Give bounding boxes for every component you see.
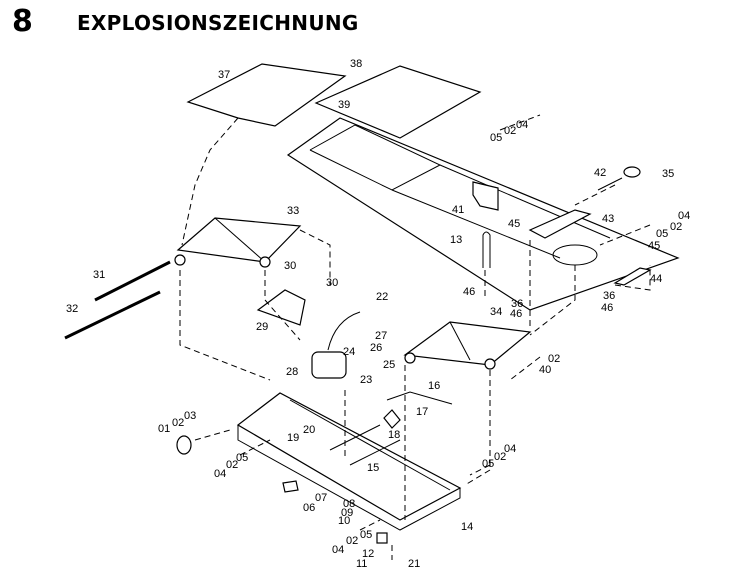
label-44: 44 (650, 273, 662, 285)
page-title: EXPLOSIONSZEICHNUNG (77, 11, 359, 35)
label-11: 11 (356, 558, 367, 570)
label-15: 15 (367, 462, 379, 474)
label-29: 29 (256, 321, 268, 333)
label-04: 04 (678, 210, 690, 222)
label-01: 01 (158, 423, 170, 435)
label-43: 43 (602, 213, 614, 225)
label-16: 16 (428, 380, 440, 392)
label-27: 27 (375, 330, 387, 342)
label-24: 24 (343, 346, 355, 358)
label-02: 02 (346, 535, 358, 547)
label-20: 20 (303, 424, 315, 436)
label-05: 05 (482, 458, 494, 470)
part-39-platform (286, 117, 680, 311)
label-38: 38 (350, 58, 362, 70)
part-29-bracket (256, 289, 306, 326)
part-33-lift-frame (176, 217, 302, 263)
label-05: 05 (490, 132, 502, 144)
label-02: 02 (226, 459, 238, 471)
label-22: 22 (376, 291, 388, 303)
part-17-plate (383, 409, 401, 429)
label-09: 09 (341, 507, 353, 519)
label-32: 32 (66, 303, 78, 315)
label-07: 07 (315, 492, 327, 504)
label-30: 30 (284, 260, 296, 272)
label-04: 04 (504, 443, 516, 455)
label-26: 26 (370, 342, 382, 354)
label-46: 46 (463, 286, 475, 298)
label-30: 30 (326, 277, 338, 289)
part-37-cover-plate (186, 63, 347, 127)
label-41: 41 (452, 204, 464, 216)
label-17: 17 (416, 406, 428, 418)
label-19: 19 (287, 432, 299, 444)
label-06: 06 (303, 502, 315, 514)
label-33: 33 (287, 205, 299, 217)
part-41-bracket (472, 181, 499, 211)
part-35-handle-wheel (623, 166, 641, 178)
part-16-rod (386, 391, 453, 405)
label-46: 46 (510, 308, 522, 320)
label-34: 34 (490, 306, 502, 318)
label-05: 05 (236, 452, 248, 464)
part-12-fitting (376, 532, 388, 544)
label-45: 45 (648, 240, 660, 252)
label-04: 04 (332, 544, 344, 556)
label-40: 40 (539, 364, 551, 376)
label-02: 02 (172, 417, 184, 429)
label-04: 04 (516, 119, 528, 131)
label-03: 03 (184, 410, 196, 422)
part-28-motor (311, 351, 347, 379)
label-36: 36 (511, 298, 523, 310)
label-46: 46 (601, 302, 613, 314)
label-21: 21 (408, 558, 420, 570)
part-07-bracket (282, 480, 299, 493)
label-13: 13 (450, 234, 462, 246)
label-42: 42 (594, 167, 606, 179)
label-45: 45 (508, 218, 520, 230)
part-38-plate (314, 65, 482, 139)
label-02: 02 (548, 353, 560, 365)
part-22-cable (327, 311, 361, 351)
label-08: 08 (343, 498, 355, 510)
label-14: 14 (461, 521, 473, 533)
part-03-wheel (176, 435, 192, 455)
label-02: 02 (494, 451, 506, 463)
section-number: 8 (12, 4, 33, 39)
part-13-u-bolt (482, 231, 491, 268)
part-labels: 37 38 39 05 02 04 42 35 41 45 43 04 02 0… (66, 58, 690, 570)
label-25: 25 (383, 359, 395, 371)
label-23: 23 (360, 374, 372, 386)
label-05: 05 (656, 228, 668, 240)
label-37: 37 (218, 69, 230, 81)
label-04: 04 (214, 468, 226, 480)
label-02: 02 (504, 125, 516, 137)
part-31-rod (94, 260, 171, 302)
label-18: 18 (388, 429, 400, 441)
label-10: 10 (338, 515, 350, 527)
part-34-lift-frame (403, 321, 532, 366)
label-36: 36 (603, 290, 615, 302)
part-32-rod (64, 290, 161, 340)
label-12: 12 (362, 548, 374, 560)
label-02: 02 (670, 221, 682, 233)
label-39: 39 (338, 99, 350, 111)
part-43-bracket (528, 209, 592, 239)
label-05: 05 (360, 529, 372, 541)
label-28: 28 (286, 366, 298, 378)
label-35: 35 (662, 168, 674, 180)
label-31: 31 (93, 269, 105, 281)
